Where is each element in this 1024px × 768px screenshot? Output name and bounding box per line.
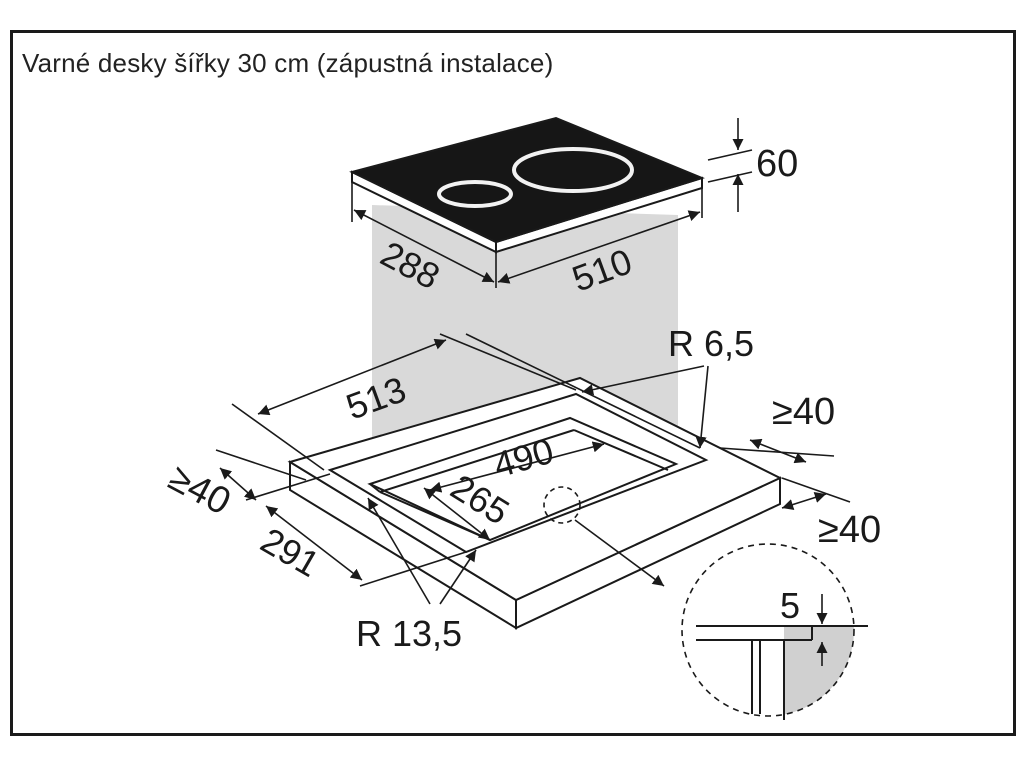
cutout-outer xyxy=(327,392,709,554)
cutout-outer-depth-dimension-line xyxy=(265,505,363,581)
recess-depth-label: 5 xyxy=(780,585,800,626)
detail-marker-circle xyxy=(543,486,581,524)
cooking-zone-large xyxy=(512,147,634,193)
rear-clearance-label: ≥40 xyxy=(772,391,835,433)
corner-radius-large-label: R 13,5 xyxy=(356,613,462,654)
recess-detail-view xyxy=(681,543,868,720)
cutout-outer-width-dimension-line xyxy=(257,338,447,416)
corner-radius-small-label: R 6,5 xyxy=(668,323,754,364)
hob-width-dimension-line xyxy=(497,210,701,284)
cooking-zone-small xyxy=(437,180,513,208)
hob-thickness-label: 60 xyxy=(756,143,798,185)
side-clearance-left-label: ≥40 xyxy=(162,457,237,524)
diagram-title: Varné desky šířky 30 cm (zápustná instal… xyxy=(22,48,554,78)
side-clearance-right-label: ≥40 xyxy=(818,509,881,551)
cutout-inner-width-dimension-line xyxy=(429,441,605,493)
cutout-inner-depth-dimension-line xyxy=(423,487,491,541)
detail-leader-line xyxy=(574,519,665,587)
hob-depth-dimension-line xyxy=(353,209,495,283)
cutout-outer-depth-label: 291 xyxy=(254,519,327,585)
